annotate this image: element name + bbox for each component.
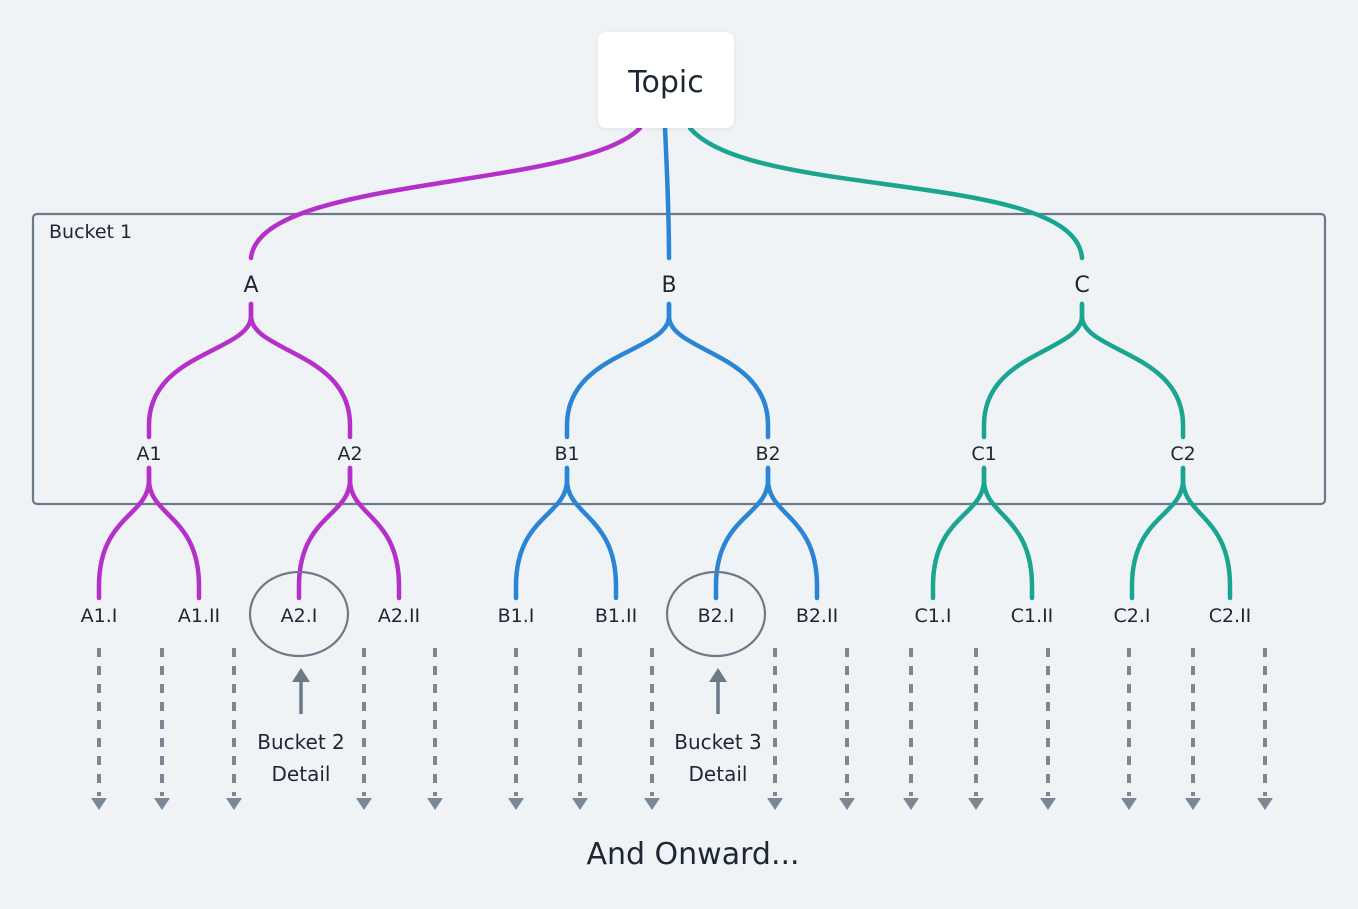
- edge-topic-B: [662, 125, 672, 261]
- edge-C1-C1.II: [981, 465, 1035, 601]
- continuation-arrows: [91, 648, 1273, 810]
- continuation-arrow: [1121, 648, 1137, 810]
- edge-B1-B1.II: [564, 465, 619, 601]
- node-B2: B2: [755, 443, 780, 465]
- node-B1.I: B1.I: [498, 605, 535, 627]
- node-C1.II: C1.II: [1011, 605, 1054, 627]
- edge-topic-A: [248, 125, 643, 261]
- edge-B-B1: [564, 301, 672, 440]
- node-A: A: [243, 273, 258, 298]
- continuation-arrow: [839, 648, 855, 810]
- edge-topic-C: [687, 125, 1085, 261]
- continuation-arrow: [356, 648, 372, 810]
- node-A1: A1: [136, 443, 161, 465]
- node-A2.I: A2.I: [281, 605, 318, 627]
- node-C2.II: C2.II: [1209, 605, 1252, 627]
- node-A2: A2: [337, 443, 362, 465]
- node-A1.II: A1.II: [178, 605, 220, 627]
- footer-text: And Onward...: [586, 837, 799, 872]
- bucket-1-label: Bucket 1: [49, 221, 132, 243]
- callout-line2: Detail: [272, 762, 331, 786]
- node-B2.I: B2.I: [698, 605, 735, 627]
- continuation-arrow: [572, 648, 588, 810]
- continuation-arrow: [968, 648, 984, 810]
- edge-A-A1: [146, 301, 254, 440]
- edge-C2-C2.II: [1180, 465, 1233, 601]
- edge-A2-A2.II: [347, 465, 402, 601]
- edges: [96, 125, 1233, 601]
- edge-C2-C2.I: [1129, 465, 1186, 601]
- node-C2.I: C2.I: [1114, 605, 1151, 627]
- node-B2.II: B2.II: [796, 605, 838, 627]
- node-B1: B1: [554, 443, 579, 465]
- node-B: B: [661, 273, 676, 298]
- edge-B-B2: [666, 301, 771, 440]
- callout-line1: Bucket 2: [257, 730, 345, 754]
- edge-B1-B1.I: [513, 465, 570, 601]
- continuation-arrow: [644, 648, 660, 810]
- continuation-arrow: [226, 648, 242, 810]
- continuation-arrow: [508, 648, 524, 810]
- continuation-arrow: [1040, 648, 1056, 810]
- bucket-1-frame: [31, 212, 1327, 506]
- edge-C1-C1.I: [930, 465, 987, 601]
- node-C2: C2: [1170, 443, 1195, 465]
- continuation-arrow: [154, 648, 170, 810]
- node-A2.II: A2.II: [378, 605, 420, 627]
- edge-A1-A1.II: [146, 465, 202, 601]
- callout-A2.I: Bucket 2 Detail: [248, 570, 350, 786]
- node-C: C: [1074, 273, 1089, 298]
- node-A1.I: A1.I: [81, 605, 118, 627]
- root-node: Topic: [598, 32, 734, 128]
- continuation-arrow: [903, 648, 919, 810]
- callout-B2.I: Bucket 3 Detail: [665, 570, 767, 786]
- callouts: Bucket 2 Detail Bucket 3 Detail: [248, 570, 767, 786]
- highlight-circle: [248, 570, 350, 658]
- continuation-arrow: [427, 648, 443, 810]
- edge-C-C1: [981, 301, 1085, 440]
- edge-A1-A1.I: [96, 465, 152, 601]
- continuation-arrow: [91, 648, 107, 810]
- highlight-circle: [665, 570, 767, 658]
- continuation-arrow: [1257, 648, 1273, 810]
- node-C1.I: C1.I: [915, 605, 952, 627]
- edge-C-C2: [1079, 301, 1186, 440]
- edge-B2-B2.II: [765, 465, 820, 601]
- callout-arrow-head: [292, 668, 310, 682]
- continuation-arrow: [1185, 648, 1201, 810]
- node-B1.II: B1.II: [595, 605, 637, 627]
- continuation-arrow: [767, 648, 783, 810]
- node-C1: C1: [971, 443, 996, 465]
- callout-line1: Bucket 3: [674, 730, 762, 754]
- edge-A-A2: [248, 301, 353, 440]
- callout-line2: Detail: [689, 762, 748, 786]
- callout-arrow-head: [709, 668, 727, 682]
- root-label: Topic: [627, 65, 703, 100]
